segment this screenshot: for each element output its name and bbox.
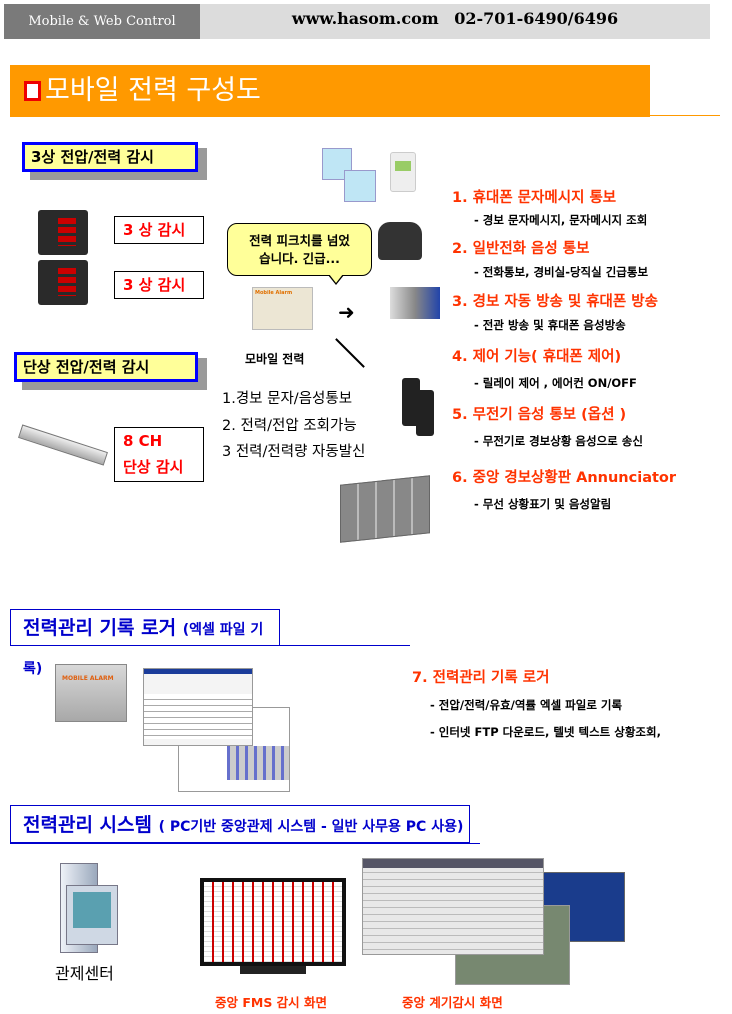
arrow-diagonal-icon [335,338,365,368]
three-phase-title: 3상 전압/전력 감시 [22,142,198,172]
section-divider [10,843,480,844]
feature-desc: - 릴레이 제어 , 에어컨 ON/OFF [474,376,637,390]
section-title-main: 전력관리 시스템 [23,814,152,836]
alert-speech-bubble: 전력 피크치를 넘었 습니다. 긴급... [227,223,372,285]
feature-title: 5. 무전기 음성 통보 (옵션 ) [452,407,627,423]
logger-section-title: 전력관리 기록 로거 (엑셀 파일 기록) [10,609,280,677]
section-title-sub: (엑셀 파일 기록) [23,622,264,677]
single-phase-label: 8 CH 단상 감시 [114,427,204,482]
title-divider [650,115,720,116]
annunciator-panel-image [340,475,430,543]
three-phase-label: 3 상 감시 [114,271,204,299]
checkbox-bullet-icon [24,81,41,101]
power-meter-image [38,210,88,255]
telephone-image [378,222,422,260]
website-link[interactable]: www.hasom.com [291,9,439,28]
feature-item: 2. 전력/전압 조회가능 [222,418,357,434]
single-phase-title: 단상 전압/전력 감시 [14,352,198,382]
section-title-sub: ( PC기반 중앙관제 시스템 - 일반 사무용 PC 사용) [158,819,464,835]
pc-monitor-icon [66,885,118,945]
system-section-title: 전력관리 시스템 ( PC기반 중앙관제 시스템 - 일반 사무용 PC 사용) [10,805,470,843]
meter-table-screenshot [362,858,544,955]
monitor-stand [240,966,306,974]
feature-desc: - 전화통보, 경비실-당직실 긴급통보 [474,265,649,279]
page-title: 모바일 전력 구성도 [45,75,261,106]
mobile-phone-image [390,152,416,192]
feature-item: 1.경보 문자/음성통보 [222,391,353,407]
header-contact: www.hasom.com 02-701-6490/6496 [200,4,710,39]
feature-desc: - 전관 방송 및 휴대폰 음성방송 [474,318,626,332]
mobile-alarm-logger-image: MOBILE ALARM [55,664,127,722]
phone-number: 02-701-6490/6496 [454,9,619,28]
walkie-talkie-image [402,378,420,426]
bubble-line: 습니다. 긴급... [259,251,340,266]
excel-screenshot-image [143,668,253,746]
logger-item-title: 7. 전력관리 기록 로거 [412,670,550,686]
device-logo: MOBILE ALARM [62,675,114,682]
bubble-line: 전력 피크치를 넘었 [249,233,350,248]
single-phase-meter-image [18,424,108,466]
channel-count: 8 CH [123,432,163,450]
device-caption: 모바일 전력 [245,352,305,366]
power-meter-image [38,260,88,305]
section-title-main: 전력관리 기록 로거 [23,617,177,639]
feature-desc: - 무전기로 경보상황 음성으로 송신 [474,434,643,448]
header-tagline: Mobile & Web Control [4,4,200,39]
feature-title: 2. 일반전화 음성 통보 [452,241,590,257]
page-title-bar: 모바일 전력 구성도 [10,65,650,117]
fms-caption: 중앙 FMS 감시 화면 [215,995,328,1010]
feature-title: 1. 휴대폰 문자메시지 통보 [452,190,617,206]
logger-desc: - 인터넷 FTP 다운로드, 텔넷 텍스트 상황조회, [430,725,661,739]
feature-title: 4. 제어 기능( 휴대폰 제어) [452,349,622,365]
feature-desc: - 무선 상황표기 및 음성알림 [474,497,612,511]
mobile-alarm-device-image: Mobile Alarm [252,287,313,330]
arrow-right-icon: ➜ [338,300,355,324]
device-logo: Mobile Alarm [255,290,293,296]
feature-item: 3 전력/전력량 자동발신 [222,444,366,460]
walkie-talkie-image [416,390,434,436]
logger-desc: - 전압/전력/유효/역률 엑셀 파일로 기록 [430,698,623,712]
meter-caption: 중앙 계기감시 화면 [402,995,503,1010]
three-phase-label: 3 상 감시 [114,216,204,244]
control-center-caption: 관제센터 [55,964,114,983]
feature-title: 3. 경보 자동 방송 및 휴대폰 방송 [452,294,658,310]
sms-message-image [344,170,376,202]
single-phase-text: 단상 감시 [123,458,184,476]
feature-title: 6. 중앙 경보상황판 Annunciator [452,470,677,486]
feature-desc: - 경보 문자메시지, 문자메시지 조회 [474,213,648,227]
megaphone-image [390,287,440,319]
fms-monitor-image [200,878,346,966]
